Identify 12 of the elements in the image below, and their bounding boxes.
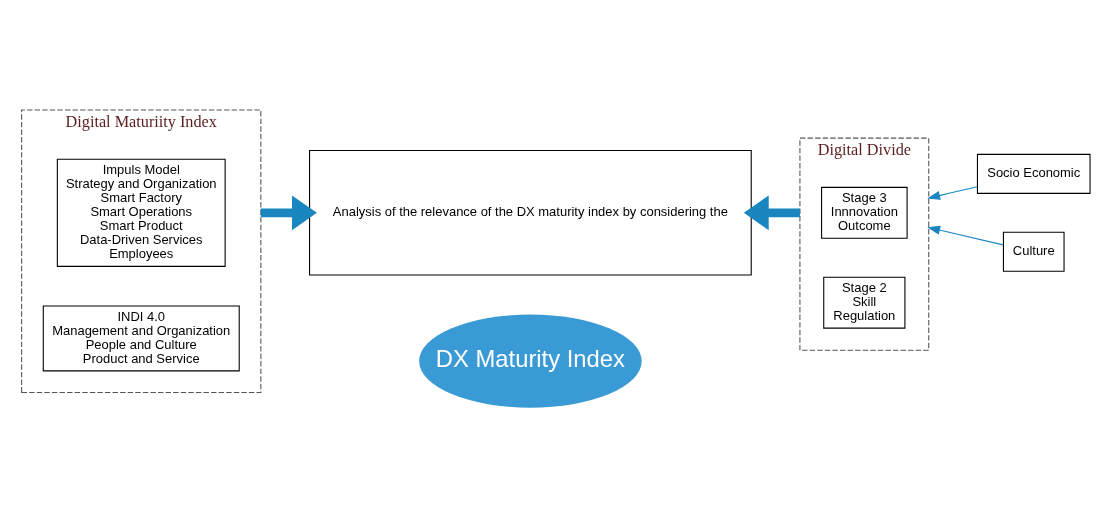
node-ellipse: DX Maturity Index [419, 314, 642, 408]
node-box: Culture [1002, 231, 1065, 272]
arrow [927, 185, 978, 200]
node-box: Analysis of the relevance of the DX maturity index by considering the [309, 149, 752, 276]
node-box: Impuls Model Strategy and Organization Smart Factory Smart Operations Smart Product Data-Driven Services Employees [56, 158, 226, 267]
arrow [260, 194, 317, 230]
arrow [743, 194, 800, 230]
arrow [927, 225, 1004, 245]
node-box: Stage 3 Innnovation Outcome [821, 186, 908, 239]
node-box: INDI 4.0 Management and Organization People and Culture Product and Service [42, 304, 240, 371]
node-box: Socio Economic [976, 153, 1091, 194]
node-box: Stage 2 Skill Regulation [823, 276, 906, 329]
